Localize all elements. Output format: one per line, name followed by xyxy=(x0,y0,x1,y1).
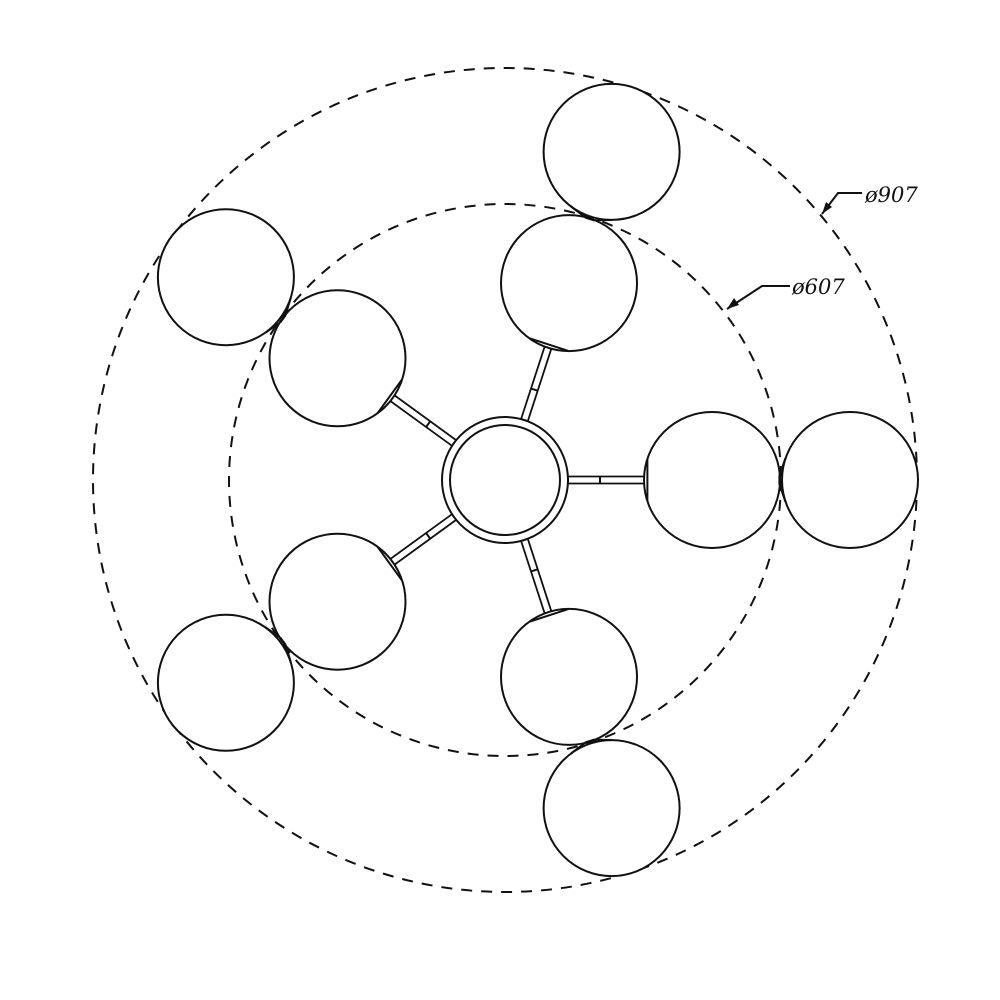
center-hub-inner xyxy=(449,424,561,536)
outer-globe-socket-2 xyxy=(570,738,613,755)
inner-globe-1 xyxy=(643,411,781,549)
arm-joint-2 xyxy=(530,568,538,573)
inner-globe-socket-3 xyxy=(376,546,403,581)
inner-globe-2 xyxy=(500,607,638,746)
outer-globe-5 xyxy=(542,82,681,221)
inner-globe-socket-5 xyxy=(529,337,569,352)
arm-joint-3 xyxy=(425,532,432,540)
outer-diameter-leader xyxy=(821,192,862,215)
inner-globe-3 xyxy=(268,532,407,671)
outer-globe-socket-1 xyxy=(778,457,787,503)
outer-globe-socket-4 xyxy=(264,297,292,334)
arm-joint-4 xyxy=(425,420,432,428)
inner-globe-4 xyxy=(268,289,407,428)
inner-diameter-leader xyxy=(726,285,790,310)
outer-globe-3 xyxy=(156,613,295,752)
arm-joint-5 xyxy=(530,387,538,392)
outer-globe-4 xyxy=(156,208,295,347)
outer-diameter-label: ø907 xyxy=(864,183,918,207)
outer-globe-2 xyxy=(542,739,681,878)
inner-diameter-label: ø607 xyxy=(791,275,845,299)
inner-globe-socket-4 xyxy=(376,379,403,414)
outer-globe-socket-5 xyxy=(570,205,613,222)
outer-globe-socket-3 xyxy=(264,626,292,663)
outer-globe-1 xyxy=(781,411,919,549)
inner-globe-5 xyxy=(500,214,638,353)
inner-globe-socket-2 xyxy=(529,608,569,623)
globes-group xyxy=(156,82,919,878)
